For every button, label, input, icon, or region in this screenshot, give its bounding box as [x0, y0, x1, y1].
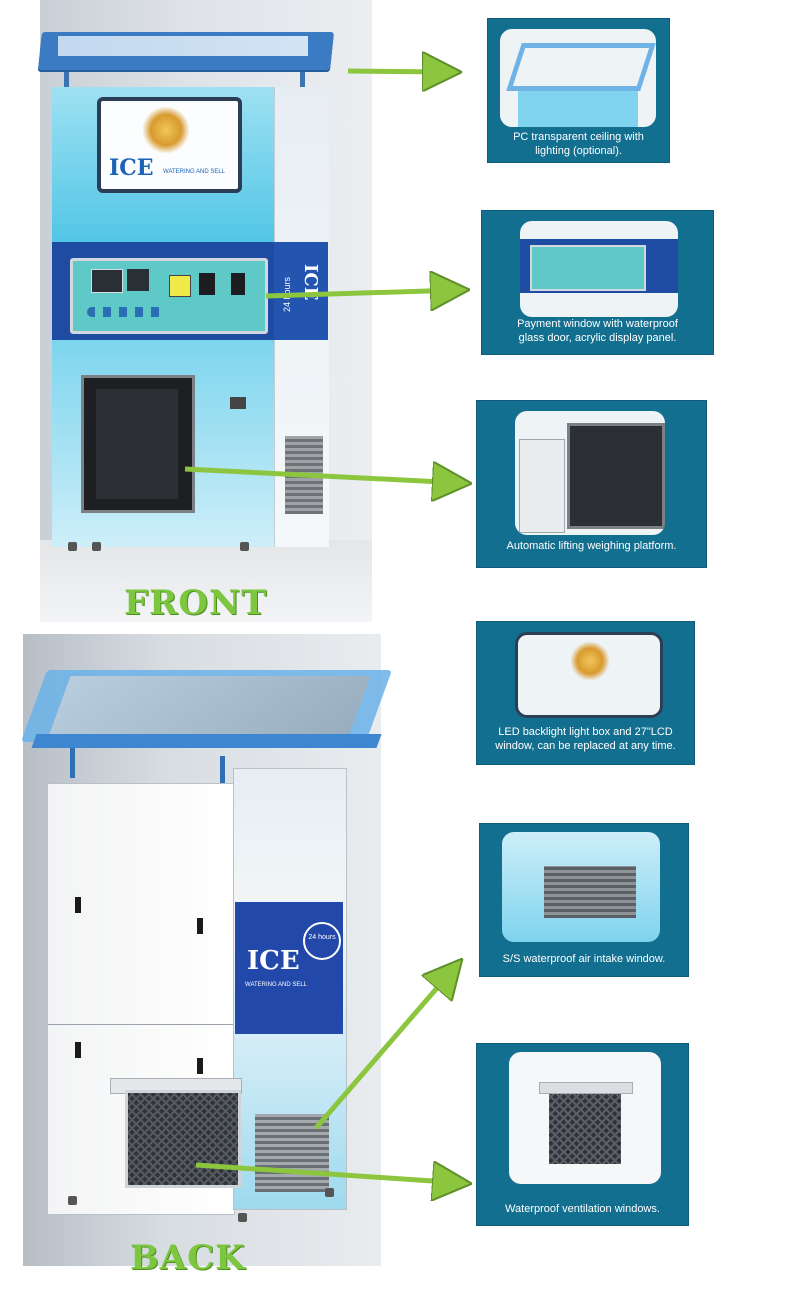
latch-icon — [75, 1042, 81, 1058]
cabinet-top-icon — [518, 91, 638, 127]
back-foot — [68, 1196, 77, 1205]
front-foot — [240, 542, 249, 551]
front-side-brand: ICE — [300, 264, 321, 301]
weighing-platform-thumbnail — [515, 411, 665, 535]
callout-caption: PC transparent ceiling with lighting (op… — [513, 131, 644, 157]
front-foot — [68, 542, 77, 551]
latch-icon — [75, 897, 81, 913]
lcd-window-thumbnail — [515, 632, 663, 718]
back-brand-band: ICE WATERING AND SELL 24 hours — [235, 902, 343, 1034]
ventilation-fan-grille — [125, 1090, 241, 1188]
callout-ventilation: Waterproof ventilation windows. — [476, 1043, 689, 1226]
panel-buttons — [87, 307, 167, 317]
gift-bow-icon — [570, 641, 610, 681]
panel-display — [91, 269, 123, 293]
front-side-band: 24 hours ICE — [274, 242, 328, 340]
callout-caption: Automatic lifting weighing platform. — [506, 540, 677, 552]
arrow-ventilation — [195, 1165, 462, 1183]
door-sensor — [230, 397, 246, 409]
qr-scanner-icon — [169, 275, 191, 297]
payment-panel — [70, 258, 268, 334]
callout-caption: S/S waterproof air intake window. — [502, 953, 666, 965]
callout-caption: LED backlight light box and 27"LCD windo… — [495, 726, 676, 752]
thumb-fan-grille — [549, 1094, 621, 1164]
front-floor — [40, 540, 372, 622]
thumb-vent-grille — [544, 866, 636, 918]
front-foot — [92, 542, 101, 551]
arrow-ceiling — [347, 71, 452, 72]
thumb-door-open — [567, 423, 665, 529]
payment-window-thumbnail — [520, 221, 678, 317]
arrow-platform — [184, 469, 462, 483]
ceiling-thumbnail — [500, 29, 656, 127]
clock-icon: 24 hours — [303, 922, 341, 960]
weighing-platform — [96, 389, 178, 499]
callout-payment: Payment window with waterproof glass doo… — [481, 210, 714, 355]
back-foot — [325, 1188, 334, 1197]
front-ceiling-glass — [58, 36, 308, 56]
roof-post — [70, 748, 75, 778]
arrow-air-intake — [314, 966, 456, 1130]
arrow-payment — [265, 290, 460, 296]
back-foot — [238, 1213, 247, 1222]
callout-ceiling: PC transparent ceiling with lighting (op… — [487, 18, 670, 163]
callout-air-intake: S/S waterproof air intake window. — [479, 823, 689, 977]
air-intake-thumbnail — [502, 832, 660, 942]
panel-seam — [48, 1024, 234, 1025]
thumb-hood — [539, 1082, 633, 1094]
roof-post — [64, 55, 69, 90]
back-label: BACK — [130, 1238, 246, 1278]
callout-caption: Payment window with waterproof glass doo… — [517, 318, 678, 344]
bill-acceptor-icon — [199, 273, 215, 295]
front-lcd-screen: ICE WATERING AND SELL — [97, 97, 242, 193]
thumb-glass-door — [519, 439, 565, 533]
ventilation-thumbnail — [509, 1052, 661, 1184]
front-screen-brand: ICE — [109, 155, 154, 181]
gift-bow-icon — [141, 107, 191, 153]
back-side-brand: ICE — [247, 946, 300, 976]
coin-slot-icon — [231, 273, 245, 295]
thumb-panel — [530, 245, 646, 291]
latch-icon — [197, 1058, 203, 1074]
card-reader-icon — [127, 269, 149, 291]
back-side-sub: WATERING AND SELL — [245, 982, 308, 988]
callout-lcd: LED backlight light box and 27"LCD windo… — [476, 621, 695, 765]
roof-post — [300, 55, 305, 90]
roof-post — [220, 756, 225, 786]
callout-caption: Waterproof ventilation windows. — [505, 1203, 660, 1215]
latch-icon — [197, 918, 203, 934]
front-label: FRONT — [124, 583, 268, 623]
front-screen-sub: WATERING AND SELL — [163, 169, 226, 175]
callout-platform: Automatic lifting weighing platform. — [476, 400, 707, 568]
back-badge: 24 hours — [308, 934, 336, 941]
